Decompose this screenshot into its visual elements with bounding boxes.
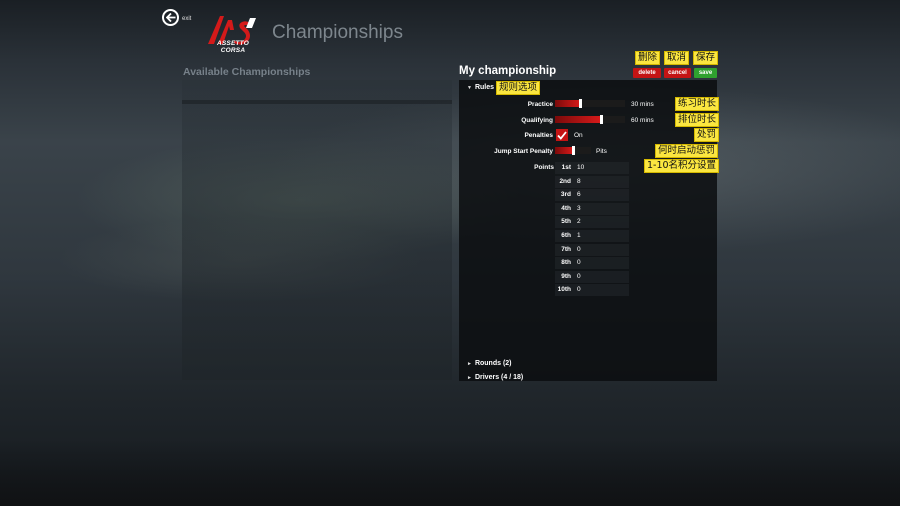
points-value: 0 [577, 272, 581, 280]
rules-section-toggle[interactable]: ▼ Rules [467, 84, 494, 91]
points-value: 0 [577, 259, 581, 267]
checkmark-icon [557, 130, 567, 140]
collapsed-triangle-icon: ► [467, 360, 472, 367]
qualifying-label: Qualifying [521, 117, 553, 124]
qualifying-slider-thumb[interactable] [599, 115, 603, 124]
points-row[interactable]: 7th 0 [555, 243, 629, 256]
collapsed-triangle-icon: ► [467, 374, 472, 381]
practice-slider-fill [555, 100, 580, 107]
points-row[interactable]: 9th 0 [555, 270, 629, 283]
points-value: 2 [577, 218, 581, 226]
points-row[interactable]: 5th 2 [555, 216, 629, 229]
points-row[interactable]: 10th 0 [555, 284, 629, 297]
drivers-section-toggle[interactable]: ► Drivers (4 / 18) [467, 374, 523, 381]
annotation-qualifying: 排位时长 [675, 113, 720, 127]
points-row[interactable]: 2nd 8 [555, 175, 629, 188]
jump-start-penalty-slider[interactable] [555, 146, 591, 155]
practice-slider[interactable] [555, 99, 625, 108]
points-value: 6 [577, 191, 581, 199]
delete-button[interactable]: delete [633, 68, 661, 78]
points-value: 0 [577, 286, 581, 294]
practice-value: 30 mins [631, 101, 654, 108]
background-bottom-band [0, 440, 900, 506]
available-championships-list[interactable] [182, 80, 452, 380]
jump-start-penalty-label: Jump Start Penalty [494, 148, 553, 155]
annotation-penalty: 处罚 [694, 128, 720, 142]
points-row[interactable]: 8th 0 [555, 257, 629, 270]
points-row[interactable]: 3rd 6 [555, 189, 629, 202]
points-position: 6th [561, 232, 571, 239]
available-championships-title: Available Championships [183, 66, 311, 78]
points-value: 0 [577, 245, 581, 253]
annotation-points: 1-10名积分设置 [644, 159, 720, 173]
points-label: Points [534, 164, 554, 171]
points-position: 10th [557, 286, 571, 294]
points-position: 8th [561, 259, 571, 267]
assetto-corsa-logo: ASSETTO CORSA [204, 10, 262, 54]
expanded-triangle-icon: ▼ [467, 84, 472, 91]
annotation-delete: 删除 [635, 51, 661, 65]
list-divider [182, 100, 452, 104]
penalties-label: Penalties [524, 132, 553, 139]
points-position: 3rd [560, 191, 571, 199]
annotation-cancel: 取消 [664, 51, 690, 65]
page-title: Championships [272, 22, 403, 43]
jump-start-slider-thumb[interactable] [572, 146, 575, 155]
jump-start-penalty-value: Pits [596, 148, 607, 155]
points-value: 3 [577, 204, 581, 212]
points-value: 8 [577, 177, 581, 185]
rounds-label: Rounds (2) [474, 360, 512, 367]
practice-slider-thumb[interactable] [578, 99, 582, 108]
rules-label: Rules [474, 84, 495, 91]
points-position: 9th [561, 272, 571, 280]
my-championship-title: My championship [459, 65, 557, 77]
points-position: 5th [561, 218, 571, 226]
annotation-practice: 练习时长 [675, 97, 720, 111]
practice-label: Practice [527, 101, 553, 108]
drivers-label: Drivers (4 / 18) [474, 374, 524, 381]
points-row[interactable]: 4th 3 [555, 202, 629, 215]
points-position: 4th [561, 204, 571, 212]
points-position: 7th [561, 245, 571, 253]
qualifying-slider[interactable] [555, 115, 625, 124]
qualifying-slider-fill [555, 116, 601, 123]
back-arrow-icon [162, 8, 179, 26]
annotation-rules: 规则选项 [496, 81, 541, 95]
points-row[interactable]: 1st 10 [555, 162, 629, 174]
points-position: 1st [561, 164, 571, 171]
penalties-value: On [574, 132, 583, 139]
jump-start-slider-fill [555, 147, 573, 154]
qualifying-value: 60 mins [631, 117, 654, 124]
logo-wordmark: ASSETTO CORSA [217, 40, 249, 54]
cancel-button[interactable]: cancel [664, 68, 691, 78]
rounds-section-toggle[interactable]: ► Rounds (2) [467, 360, 512, 367]
points-row[interactable]: 6th 1 [555, 230, 629, 242]
exit-label: exit [182, 16, 192, 22]
save-button[interactable]: save [694, 68, 717, 78]
points-value: 1 [577, 232, 581, 239]
annotation-save: 保存 [693, 51, 719, 65]
points-position: 2nd [559, 177, 571, 185]
annotation-jump-start: 何时启动惩罚 [655, 144, 719, 158]
exit-button[interactable]: exit [162, 8, 198, 26]
my-championship-panel [459, 80, 717, 381]
points-value: 10 [577, 164, 585, 171]
penalties-checkbox[interactable] [556, 129, 568, 141]
